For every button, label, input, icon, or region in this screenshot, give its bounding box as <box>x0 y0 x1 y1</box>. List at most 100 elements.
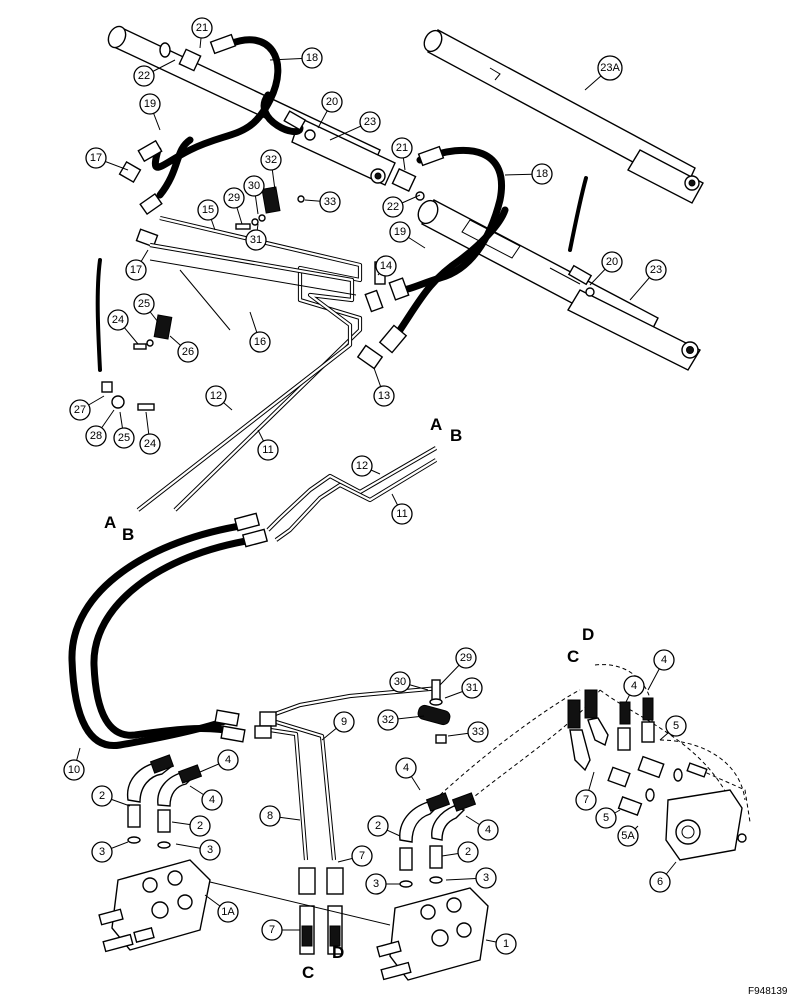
callout-circle <box>63 759 85 781</box>
callout-11: 11 <box>391 503 413 525</box>
callout-label: 12 <box>210 390 222 402</box>
callout-label: 9 <box>341 716 347 728</box>
callout-circle <box>653 649 675 671</box>
letter-d-bottom: D <box>332 943 344 962</box>
connection-letters: A B A B C D C D <box>104 415 594 982</box>
callout-circle <box>217 749 239 771</box>
control-valve-1a <box>98 859 391 953</box>
callout-7: 7 <box>351 845 373 867</box>
callout-2: 2 <box>91 785 113 807</box>
valve-1-fittings <box>399 792 477 888</box>
callout-label: 20 <box>326 96 338 108</box>
callout-circle <box>319 191 341 213</box>
callout-label: 31 <box>466 682 478 694</box>
callout-circle <box>113 427 135 449</box>
callout-circle <box>373 385 395 407</box>
callout-label: 4 <box>225 754 231 766</box>
callout-circle <box>133 65 155 87</box>
letter-c-bottom: C <box>302 963 314 982</box>
callout-circle <box>201 789 223 811</box>
callout-label: 2 <box>197 820 203 832</box>
callout-13: 13 <box>373 385 395 407</box>
callout-15: 15 <box>197 199 219 221</box>
callout-circle <box>245 229 267 251</box>
callout-circle <box>395 757 417 779</box>
callout-label: 12 <box>356 460 368 472</box>
callout-label: 3 <box>207 844 213 856</box>
callout-22: 22 <box>382 196 404 218</box>
callout-label: 22 <box>138 70 150 82</box>
callout-circle <box>365 873 387 895</box>
callout-circle <box>461 677 483 699</box>
callout-circle <box>333 711 355 733</box>
letter-d-top: D <box>582 625 594 644</box>
callout-label: 26 <box>182 346 194 358</box>
callout-circle <box>321 91 343 113</box>
lower-fittings-cd <box>298 867 344 955</box>
letter-b-left: B <box>122 525 134 544</box>
callout-label: 23 <box>364 116 376 128</box>
callout-circle <box>455 647 477 669</box>
callout-7: 7 <box>261 919 283 941</box>
callout-circle <box>377 709 399 731</box>
callout-20: 20 <box>321 91 343 113</box>
callout-label: 21 <box>196 22 208 34</box>
callout-label: 1 <box>503 938 509 950</box>
callout-label: 1A <box>221 906 235 918</box>
callout-label: 25 <box>138 298 150 310</box>
callout-19: 19 <box>389 221 411 243</box>
letter-a-left: A <box>104 513 116 532</box>
callout-label: 18 <box>306 52 318 64</box>
callout-label: 6 <box>657 876 663 888</box>
callout-circle <box>649 871 671 893</box>
callout-circle <box>351 845 373 867</box>
callout-circle <box>601 251 623 273</box>
callout-10: 10 <box>63 759 85 781</box>
callout-circle <box>261 919 283 941</box>
callout-8: 8 <box>259 805 281 827</box>
callout-label: 17 <box>90 152 102 164</box>
callout-circle <box>125 259 147 281</box>
callout-label: 4 <box>485 824 491 836</box>
callout-label: 5 <box>673 720 679 732</box>
callout-23: 23 <box>359 111 381 133</box>
callout-4: 4 <box>201 789 223 811</box>
callout-circle <box>645 259 667 281</box>
callout-circle <box>597 55 623 81</box>
callout-29: 29 <box>223 187 245 209</box>
callout-label: 3 <box>373 878 379 890</box>
callout-circle <box>189 815 211 837</box>
pump <box>665 762 751 861</box>
callout-label: 10 <box>68 764 80 776</box>
callout-22: 22 <box>133 65 155 87</box>
callout-25: 25 <box>133 293 155 315</box>
callout-1A: 1A <box>217 901 239 923</box>
callout-circle <box>575 789 597 811</box>
callout-label: 30 <box>394 676 406 688</box>
callout-circle <box>467 721 489 743</box>
callout-label: 4 <box>661 654 667 666</box>
callout-3: 3 <box>91 841 113 863</box>
valve-1a-fittings <box>126 754 203 849</box>
callout-label: 2 <box>375 820 381 832</box>
callout-circle <box>257 439 279 461</box>
callout-circle <box>223 187 245 209</box>
callout-32: 32 <box>260 149 282 171</box>
callout-circle <box>205 385 227 407</box>
callout-circle <box>531 163 553 185</box>
callout-23: 23 <box>645 259 667 281</box>
callout-20: 20 <box>601 251 623 273</box>
callout-label: 32 <box>382 714 394 726</box>
lower-clamp <box>417 679 451 744</box>
callout-30: 30 <box>243 175 265 197</box>
callout-2: 2 <box>457 841 479 863</box>
callout-label: 18 <box>536 168 548 180</box>
callout-32: 32 <box>377 709 399 731</box>
callout-circle <box>260 149 282 171</box>
callout-circle <box>617 825 639 847</box>
callout-label: 19 <box>144 98 156 110</box>
callout-circle <box>389 671 411 693</box>
callout-label: 11 <box>396 508 407 520</box>
callout-7: 7 <box>575 789 597 811</box>
